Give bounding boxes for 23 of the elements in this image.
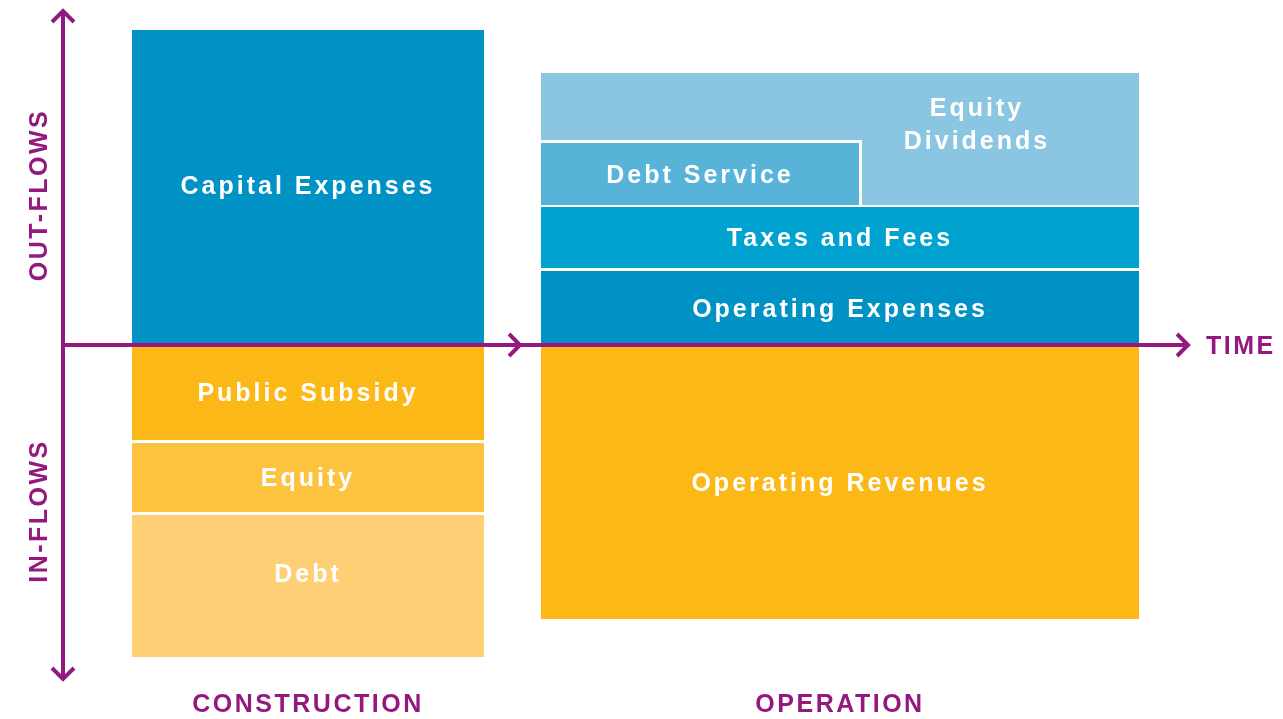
block-label: Equity: [260, 462, 356, 493]
flow-block: [132, 345, 484, 440]
block-label: Operating Expenses: [692, 292, 988, 324]
axis-label: OUT-FLOWS: [25, 108, 51, 282]
axis-label: CONSTRUCTION: [192, 690, 424, 716]
block-label: Capital Expenses: [180, 170, 436, 201]
flow-block: [541, 73, 1139, 205]
flow-block: [541, 207, 1139, 268]
flow-block: [541, 345, 1139, 619]
axis-label: TIME: [1206, 332, 1276, 358]
block-label: Public Subsidy: [197, 377, 419, 408]
flow-block: [132, 30, 484, 345]
block-label: Debt: [274, 558, 342, 589]
flow-block: [541, 140, 862, 205]
flow-block: [132, 443, 484, 512]
block-label: Equity Dividends: [902, 92, 1052, 156]
flow-block: [541, 271, 1139, 345]
axis-label: IN-FLOWS: [25, 439, 51, 583]
block-label: Debt Service: [606, 158, 794, 190]
block-label: Operating Revenues: [691, 466, 989, 498]
axis-label: OPERATION: [755, 690, 925, 716]
flow-block: [132, 515, 484, 657]
block-label: Taxes and Fees: [726, 222, 954, 253]
